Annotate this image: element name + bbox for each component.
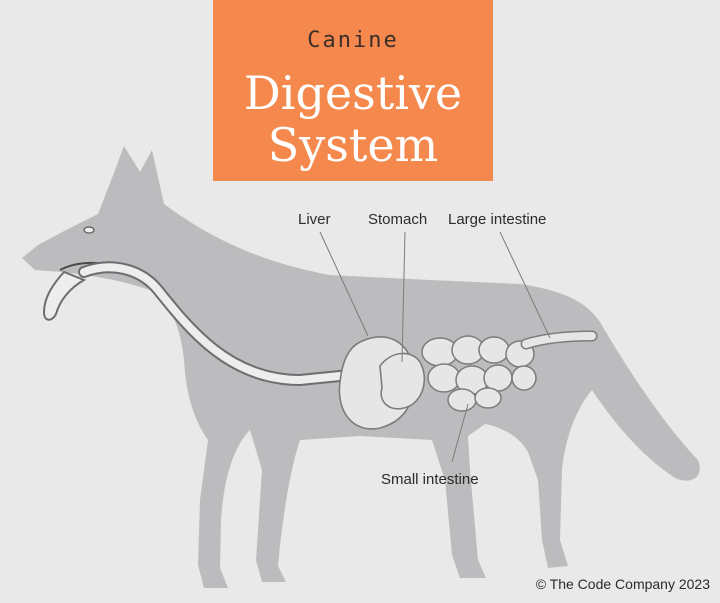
copyright-credit: © The Code Company 2023 — [535, 576, 710, 592]
eye — [83, 226, 95, 234]
title-kicker: Canine — [307, 28, 399, 53]
stomach — [379, 352, 426, 410]
liver-leader — [319, 231, 369, 337]
label-large-intestine: Large intestine — [448, 211, 547, 228]
label-stomach: Stomach — [368, 211, 428, 228]
large-intestine-leader — [499, 231, 551, 339]
small-intestine-leader — [451, 403, 469, 463]
stomach-leader — [401, 231, 406, 363]
tongue — [42, 270, 87, 321]
large-intestine-inner — [522, 332, 596, 348]
title-banner: Canine Digestive System — [213, 0, 493, 181]
label-small-intestine: Small intestine — [381, 471, 479, 488]
label-liver: Liver — [298, 211, 331, 228]
small-intestine-coils — [421, 335, 537, 412]
title-line-1: Digestive — [243, 66, 463, 120]
title-line-2: System — [267, 118, 439, 172]
esophagus-inner — [80, 263, 384, 385]
